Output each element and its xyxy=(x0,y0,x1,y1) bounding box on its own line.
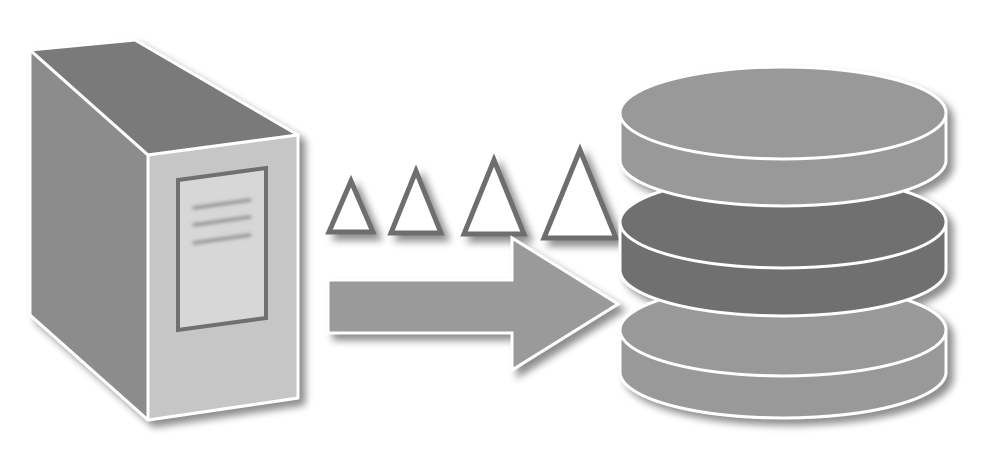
arrow-shaft xyxy=(326,235,621,373)
database-cylinder-icon xyxy=(618,65,948,420)
server-tower-icon xyxy=(28,38,300,422)
delta-icon-1 xyxy=(325,174,377,235)
delta-icon-3 xyxy=(460,153,528,237)
document-lines xyxy=(192,198,252,245)
database-disk-top xyxy=(618,65,948,208)
delta-symbols xyxy=(325,143,620,241)
delta-icon-2 xyxy=(387,164,445,236)
right-arrow-icon xyxy=(326,235,621,373)
delta-icon-4 xyxy=(540,143,620,241)
server-document-icon xyxy=(176,165,268,333)
